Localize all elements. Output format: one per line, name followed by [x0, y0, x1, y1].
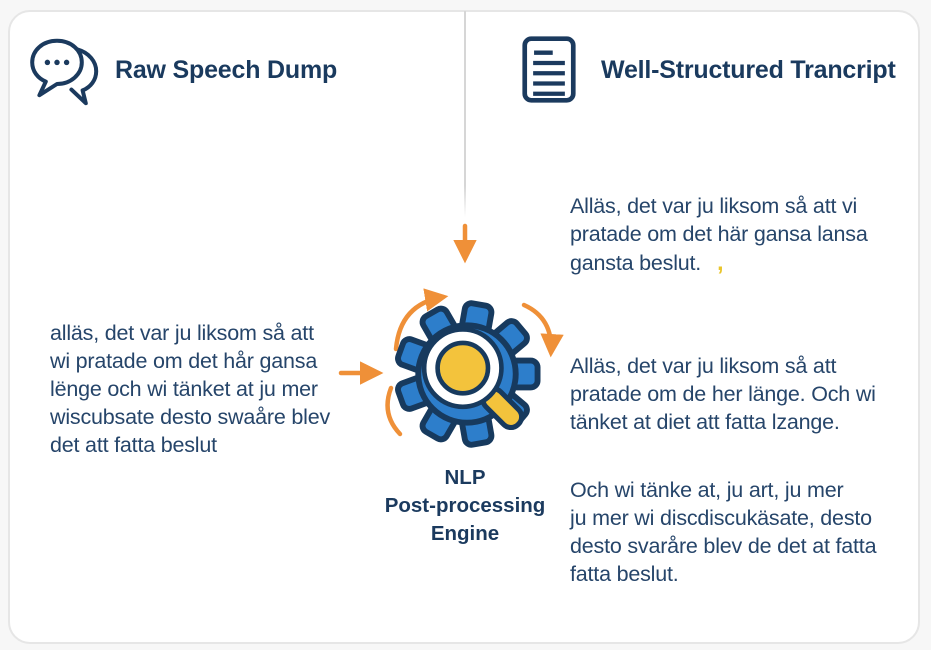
transcript-line: Alläs, det var ju liksom så att vi [570, 194, 858, 218]
transcript-paragraph: Och wi tänke at, ju art, ju mer ju mer w… [570, 476, 877, 588]
transcript-line: gansta beslut., [570, 248, 868, 277]
left-panel-title: Raw Speech Dump [115, 56, 338, 84]
transcript-line: tänket at diet att fatta lzange. [570, 410, 840, 434]
engine-label: NLP Post-processing Engine [340, 464, 590, 548]
transcript-line-text: gansta beslut. [570, 251, 702, 275]
document-icon [521, 34, 577, 105]
chat-bubbles-icon [25, 33, 105, 111]
transcript-line: pratade om de her länge. Och wi [570, 382, 876, 406]
raw-speech-line: alläs, det var ju liksom så att [50, 321, 314, 345]
nlp-engine-icon [383, 290, 551, 458]
transcript-line: Alläs, det var ju liksom så att [570, 354, 837, 378]
transcript-line: pratade om det här gansa lansa [570, 222, 868, 246]
raw-speech-text: alläs, det var ju liksom så att wi prata… [50, 319, 330, 459]
yellow-comma-mark: , [717, 249, 724, 275]
engine-label-line: Engine [430, 522, 500, 545]
transcript-line: ju mer wi discdiscukäsate, desto [570, 506, 872, 530]
raw-speech-line: det att fatta beslut [50, 433, 217, 457]
magnifier-icon [421, 327, 525, 431]
transcript-line: fatta beslut. [570, 562, 679, 586]
transcript-line: desto svaråre blev de det at fatta [570, 534, 877, 558]
right-panel-title: Well-Structured Trancript [601, 56, 896, 84]
transcript-paragraph: Alläs, det var ju liksom så att pratade … [570, 352, 876, 436]
raw-speech-line: lënge och wi tänket at ju mer [50, 377, 318, 401]
transcript-line: Och wi tänke at, ju art, ju mer [570, 478, 844, 502]
raw-speech-line: wi pratade om det hår gansa [50, 349, 318, 373]
panel-divider [464, 11, 466, 217]
transcript-paragraph: Alläs, det var ju liksom så att vi prata… [570, 192, 868, 277]
engine-label-line: Post-processing [384, 494, 546, 517]
raw-speech-line: wiscubsate desto swaåre blev [50, 405, 331, 429]
engine-label-line: NLP [444, 466, 486, 489]
